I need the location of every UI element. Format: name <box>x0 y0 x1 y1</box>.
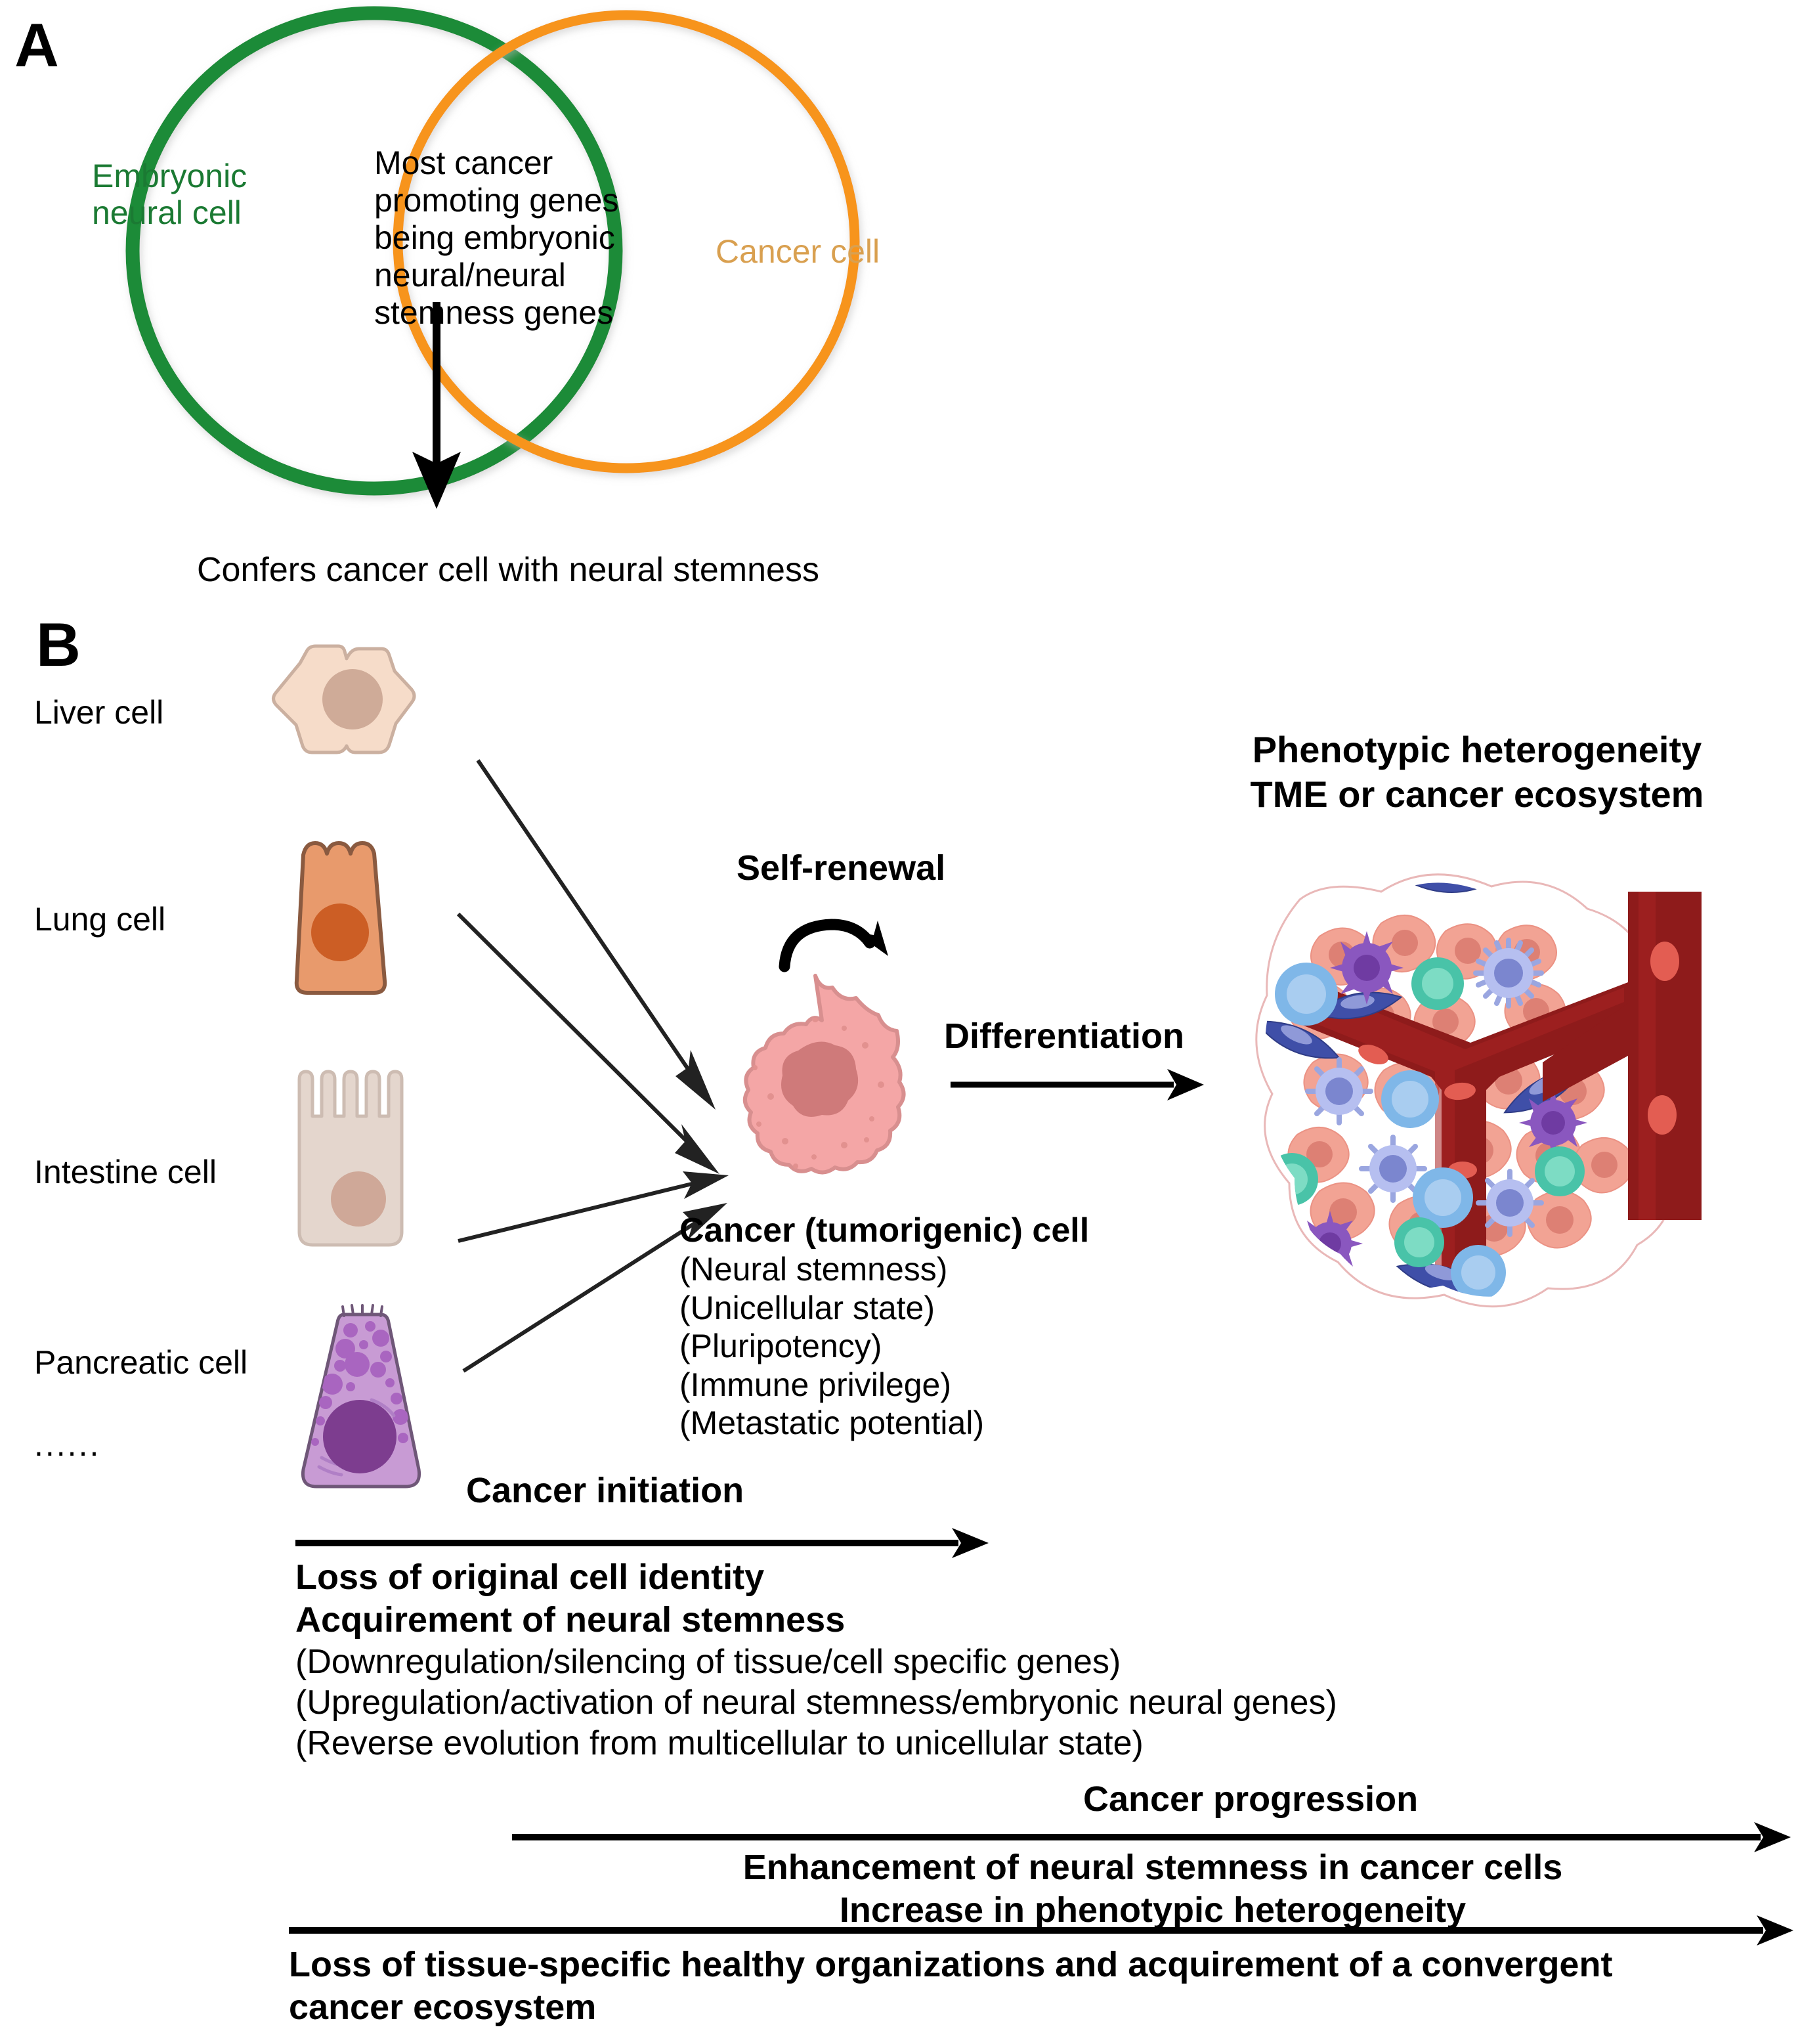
liver-cell-icon <box>259 637 423 768</box>
cancer-cell-title: Cancer (tumorigenic) cell <box>679 1211 1090 1250</box>
flow-reg-line-0: (Downregulation/silencing of tissue/cell… <box>295 1642 1121 1681</box>
cancer-cell-property-3: (Immune privilege) <box>679 1366 952 1403</box>
flow-progression-line-1: Increase in phenotypic heterogeneity <box>839 1890 1467 1930</box>
venn-down-arrow <box>412 302 461 509</box>
venn-diagram <box>66 0 1024 512</box>
cancer-cell-property-2: (Pluripotency) <box>679 1328 882 1365</box>
cancer-cell-property-4: (Metastatic potential) <box>679 1404 985 1442</box>
self-renewal-label: Self-renewal <box>737 848 946 888</box>
flow-text-cancer-initiation: Loss of original cell identity Acquireme… <box>295 1556 1608 1764</box>
cancer-cell-property-1: (Unicellular state) <box>679 1289 935 1326</box>
source-cell-ellipsis: ...... <box>34 1426 101 1463</box>
source-cell-label-liver: Liver cell <box>34 694 164 731</box>
venn-label-embryonic: Embryonic neural cell <box>92 158 295 231</box>
venn-circle-cancer <box>393 10 860 473</box>
venn-intersection-line-1: promoting genes <box>374 182 619 219</box>
source-cell-label-lung: Lung cell <box>34 901 166 938</box>
flow-title-cancer-progression: Cancer progression <box>1083 1779 1419 1819</box>
cancer-cell-property-0: (Neural stemness) <box>679 1251 948 1288</box>
venn-label-embryonic-line1: Embryonic <box>92 158 247 194</box>
cancer-cell-icon <box>716 972 926 1188</box>
venn-intersection-line-4: stemness genes <box>374 294 614 331</box>
flow-arrow-cancer-initiation <box>295 1528 991 1558</box>
tme-title-line2: TME or cancer ecosystem <box>1250 773 1704 815</box>
flow-title-cancer-initiation: Cancer initiation <box>466 1471 744 1510</box>
convergence-arrows <box>420 735 788 1379</box>
panel-b-letter: B <box>36 610 81 679</box>
tme-title-line1: Phenotypic heterogeneity <box>1252 729 1702 770</box>
tme-title: Phenotypic heterogeneity TME or cancer e… <box>1221 728 1733 817</box>
differentiation-label: Differentiation <box>944 1016 1185 1056</box>
panel-a-letter: A <box>14 11 59 79</box>
flow-bold-line-1: Acquirement of neural stemness <box>295 1599 846 1640</box>
pancreatic-cell-icon <box>281 1301 439 1498</box>
flow-reg-line-1: (Upregulation/activation of neural stemn… <box>295 1683 1337 1722</box>
tme-illustration <box>1234 826 1733 1338</box>
source-cell-label-pancreatic: Pancreatic cell <box>34 1344 248 1381</box>
flow-arrow-cancer-progression <box>512 1822 1793 1852</box>
differentiation-arrow-icon <box>951 1069 1207 1100</box>
flow-text-ecosystem: Loss of tissue-specific healthy organiza… <box>289 1944 1799 2029</box>
self-renewal-arrow-icon <box>778 906 903 978</box>
intestine-cell-icon <box>284 1064 415 1254</box>
flow-progression-line-0: Enhancement of neural stemness in cancer… <box>742 1848 1563 1887</box>
flow-ecosystem-line-1: cancer ecosystem <box>289 1987 597 2027</box>
arrow-liver-to-cancer <box>476 759 716 1110</box>
flow-reg-line-2: (Reverse evolution from multicellular to… <box>295 1724 1144 1763</box>
venn-intersection-text: Most cancer promoting genes being embryo… <box>374 144 683 332</box>
venn-arrow-caption: Confers cancer cell with neural stemness <box>197 551 819 589</box>
venn-label-embryonic-line2: neural cell <box>92 194 242 231</box>
arrow-intestine-to-cancer <box>458 1171 729 1243</box>
venn-svg <box>125 6 860 509</box>
flow-ecosystem-line-0: Loss of tissue-specific healthy organiza… <box>289 1945 1613 1984</box>
arrow-lung-to-cancer <box>456 912 719 1174</box>
venn-intersection-line-2: being embryonic <box>374 219 615 256</box>
venn-intersection-line-3: neural/neural <box>374 257 566 294</box>
venn-intersection-line-0: Most cancer <box>374 144 553 181</box>
arrow-pancreatic-to-cancer <box>462 1203 727 1373</box>
cancer-cell-info: Cancer (tumorigenic) cell (Neural stemne… <box>679 1211 1191 1443</box>
flow-bold-line-0: Loss of original cell identity <box>295 1557 765 1597</box>
flow-text-cancer-progression: Enhancement of neural stemness in cancer… <box>512 1846 1793 1932</box>
source-cell-label-intestine: Intestine cell <box>34 1154 217 1190</box>
lung-cell-icon <box>274 833 412 1003</box>
venn-label-cancer: Cancer cell <box>716 233 880 270</box>
flow-arrow-ecosystem <box>289 1915 1796 1946</box>
venn-circle-embryonic <box>125 6 623 496</box>
blood-vessel-icon <box>1543 892 1702 1220</box>
